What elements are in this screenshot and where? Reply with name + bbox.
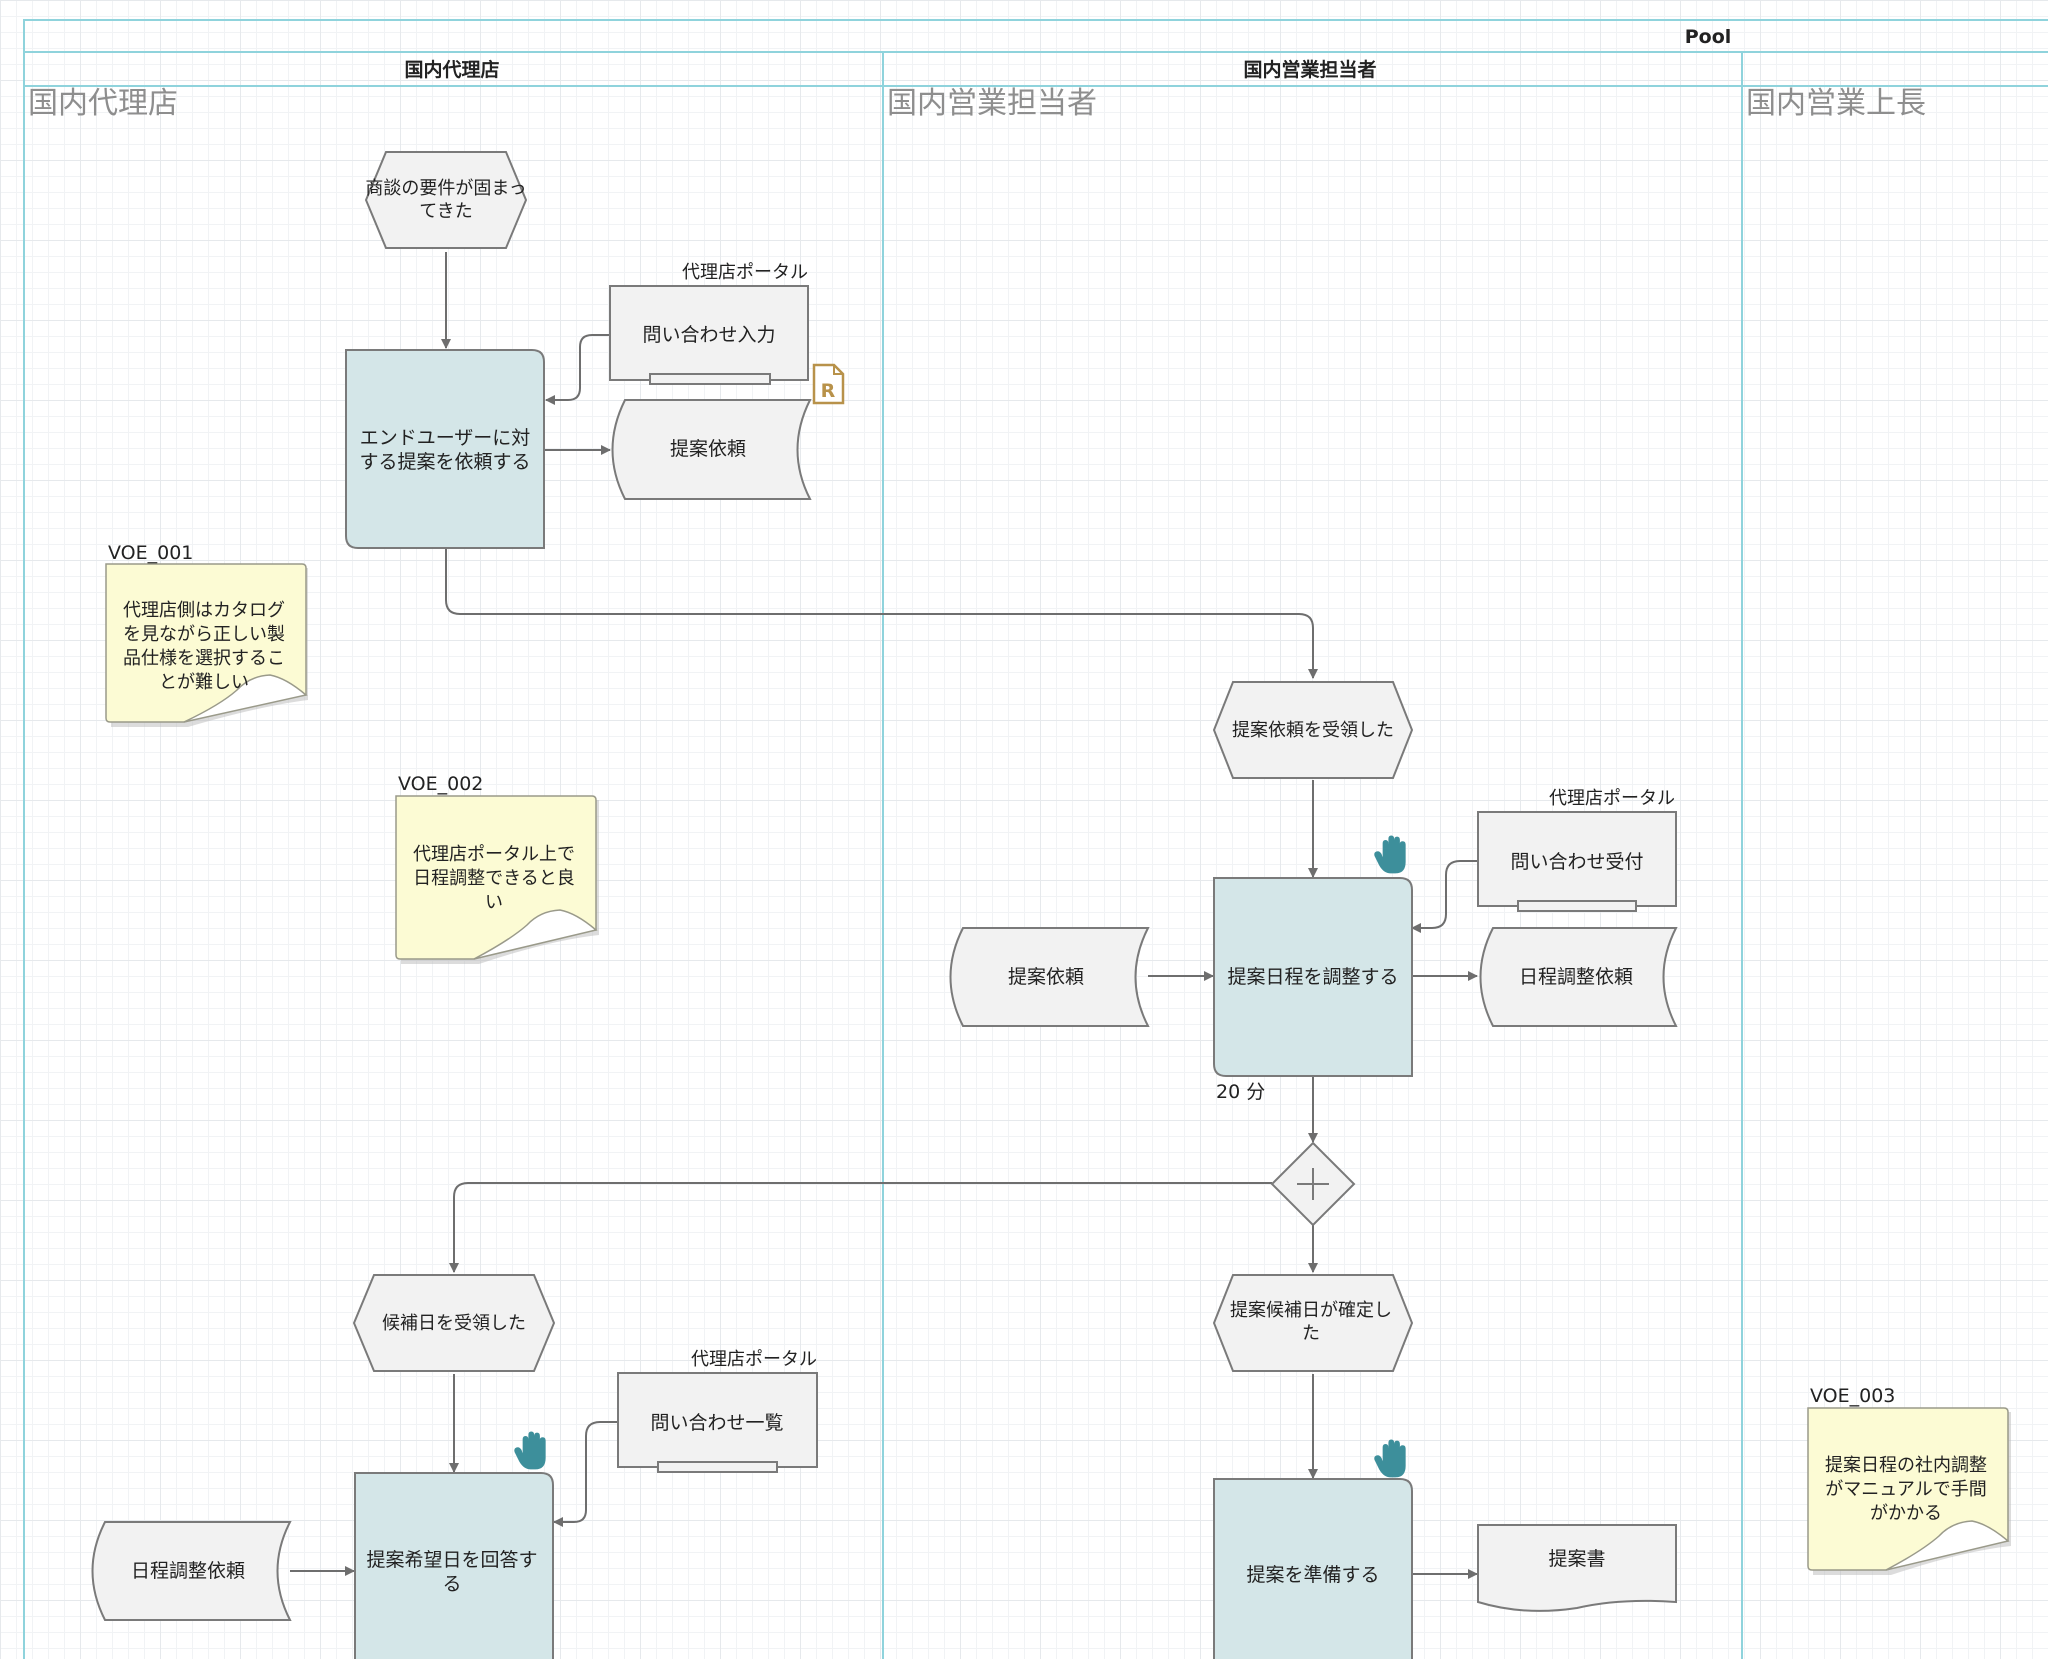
event-label: 候補日を受領した (382, 1313, 526, 1334)
event-label-line2: てきた (419, 201, 472, 222)
connectors (290, 252, 1478, 1579)
note-text-line3: い (485, 892, 503, 913)
svg-text:代理店側はカタログを見ながら正しい製品仕様を選択することが難: 代理店側はカタログを見ながら正しい製品仕様を選択することが難しい (123, 600, 285, 693)
system-text: 問い合わせ一覧 (650, 1412, 783, 1434)
plus-icon (1297, 1168, 1329, 1200)
note-text: 代理店ポータル上で (413, 844, 575, 865)
event-label: 商談の要件が固まっ (365, 178, 526, 199)
system-inquiry-list[interactable]: 代理店ポータル 問い合わせ一覧 (617, 1349, 818, 1473)
system-label: 代理店ポータル (1549, 788, 1675, 809)
svg-text:R: R (821, 380, 836, 402)
lane-watermarks: 国内代理店 国内営業担当者 国内営業上長 (28, 86, 1926, 121)
document-proposal-request-2[interactable]: 提案依頼 (949, 927, 1150, 1027)
event-label-line2: た (1302, 1323, 1320, 1344)
note-text-line2: を見ながら正しい製 (123, 624, 285, 645)
pool: Pool (23, 19, 2048, 1659)
system-label: 代理店ポータル (691, 1349, 817, 1370)
pool-title: Pool (1685, 26, 1732, 48)
note-id: VOE_001 (108, 542, 193, 564)
note-text: 提案日程の社内調整 (1825, 1455, 1987, 1476)
task-duration: 20 分 (1216, 1081, 1265, 1103)
lane-watermark-agency: 国内代理店 (28, 86, 178, 121)
document-schedule-request-2[interactable]: 日程調整依頼 (91, 1521, 292, 1621)
lane-header-sales: 国内営業担当者 (1243, 58, 1376, 81)
note-text-line2: 日程調整できると良 (413, 868, 575, 889)
svg-text:提案希望日を回答する: 提案希望日を回答する (366, 1549, 537, 1595)
document-label: 日程調整依頼 (1519, 966, 1633, 988)
system-label: 代理店ポータル (682, 262, 808, 283)
event-candidate-confirmed[interactable]: 提案候補日が確定した (1212, 1274, 1414, 1372)
document-label: 提案依頼 (1008, 966, 1084, 988)
system-inquiry-input[interactable]: 代理店ポータル 問い合わせ入力 (609, 262, 809, 385)
lane-headers: 国内代理店 国内営業担当者 (404, 58, 1376, 81)
lane-watermark-sales: 国内営業担当者 (887, 86, 1097, 121)
document-label: 提案書 (1548, 1548, 1605, 1570)
system-bar (649, 373, 771, 385)
note-voe-002[interactable]: VOE_002 代理店ポータル上で日程調整できると良い (395, 773, 599, 964)
document-schedule-request[interactable]: 日程調整依頼 (1479, 927, 1678, 1027)
event-requirements-fixed[interactable]: 商談の要件が固まってきた (364, 151, 528, 249)
note-text-line3: がかかる (1870, 1503, 1942, 1524)
document-label: 提案依頼 (670, 438, 746, 460)
system-bar (1517, 900, 1637, 912)
svg-text:エンドユーザーに対する提案を依頼する: エンドユーザーに対する提案を依頼する (359, 427, 530, 473)
document-proposal[interactable]: 提案書 (1477, 1524, 1677, 1612)
task-label: 提案希望日を回答す (366, 1549, 537, 1571)
lane-watermark-manager: 国内営業上長 (1746, 86, 1926, 121)
note-text: 代理店側はカタログ (123, 600, 285, 621)
task-prepare-proposal[interactable]: 提案を準備する (1213, 1478, 1413, 1659)
task-label-line2: る (442, 1573, 461, 1595)
note-voe-003[interactable]: VOE_003 提案日程の社内調整がマニュアルで手間がかかる (1807, 1385, 2011, 1575)
svg-text:商談の要件が固まってきた: 商談の要件が固まってきた (365, 178, 526, 222)
task-adjust-schedule[interactable]: 提案日程を調整する (1213, 877, 1413, 1077)
task-label: 提案を準備する (1246, 1564, 1379, 1586)
task-label-line2: する提案を依頼する (359, 451, 530, 473)
event-label: 提案候補日が確定し (1230, 1300, 1392, 1321)
task-label: エンドユーザーに対 (360, 427, 531, 449)
task-answer-date[interactable]: 提案希望日を回答する (354, 1472, 554, 1659)
note-id: VOE_002 (398, 773, 483, 795)
system-text: 問い合わせ入力 (642, 324, 775, 346)
system-text: 問い合わせ受付 (1510, 851, 1643, 873)
svg-text:代理店ポータル上で日程調整できると良い: 代理店ポータル上で日程調整できると良い (413, 844, 575, 913)
report-icon: R (812, 363, 845, 405)
lane-header-agency: 国内代理店 (404, 58, 499, 81)
system-inquiry-receive[interactable]: 代理店ポータル 問い合わせ受付 (1477, 788, 1677, 912)
system-bar (657, 1461, 778, 1473)
note-text-line4: とが難しい (159, 672, 249, 693)
task-request-proposal[interactable]: エンドユーザーに対する提案を依頼する (345, 349, 545, 549)
event-candidate-received[interactable]: 候補日を受領した (352, 1274, 556, 1372)
note-text-line2: がマニュアルで手間 (1825, 1479, 1986, 1500)
svg-text:提案候補日が確定した: 提案候補日が確定した (1230, 1300, 1392, 1344)
document-proposal-request[interactable]: 提案依頼 (611, 399, 812, 500)
note-text-line3: 品仕様を選択するこ (123, 648, 285, 669)
parallel-gateway[interactable] (1270, 1141, 1356, 1227)
svg-text:提案日程の社内調整がマニュアルで手間がかかる: 提案日程の社内調整がマニュアルで手間がかかる (1825, 1455, 1987, 1524)
note-voe-001[interactable]: VOE_001 代理店側はカタログを見ながら正しい製品仕様を選択することが難しい (105, 542, 308, 727)
document-label: 日程調整依頼 (131, 1560, 245, 1582)
note-id: VOE_003 (1810, 1385, 1895, 1407)
event-label: 提案依頼を受領した (1232, 720, 1394, 741)
event-proposal-received[interactable]: 提案依頼を受領した (1212, 681, 1414, 779)
task-label: 提案日程を調整する (1227, 966, 1398, 988)
